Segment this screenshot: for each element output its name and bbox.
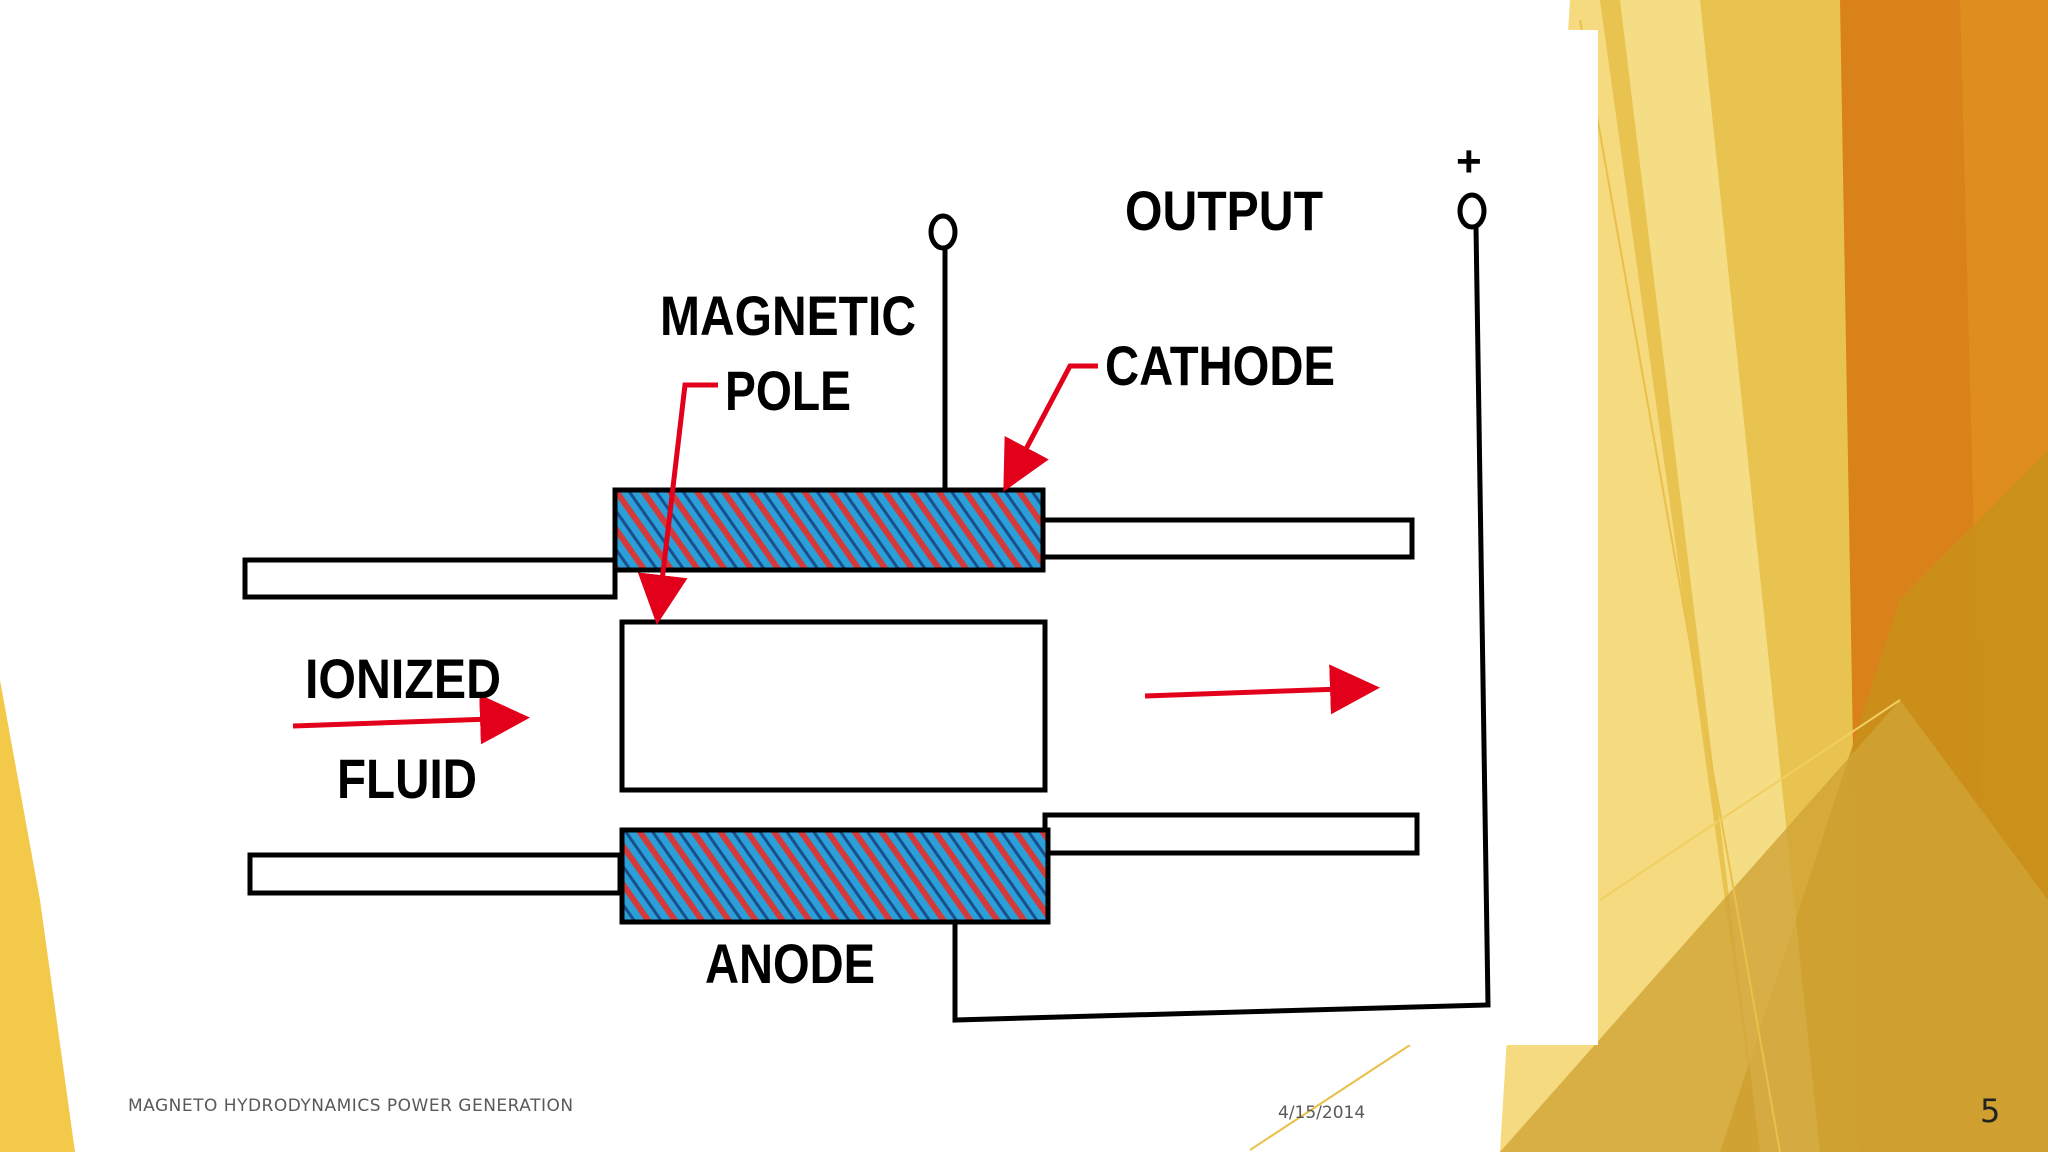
bottom-channel-right-wall [1042, 812, 1420, 856]
footer-title: MAGNETO HYDRODYNAMICS POWER GENERATION [128, 1096, 574, 1116]
anode-electrode [619, 827, 1051, 925]
pointer-arrows [292, 363, 1380, 745]
mhd-diagram [242, 192, 1491, 1023]
theme-decoration-right [1249, 0, 2048, 1152]
inflow-arrow [292, 694, 530, 745]
bottom-channel-left-wall [247, 852, 623, 896]
magnetic-label: MAGNETIC [660, 284, 916, 347]
output-label: OUTPUT [1125, 179, 1323, 242]
magnetic-pole-block [619, 619, 1048, 793]
ionized-label: IONIZED [305, 647, 501, 710]
anode-label: ANODE [705, 932, 875, 995]
anode-return-wire [952, 226, 1491, 1023]
cathode-pointer [1003, 363, 1098, 492]
fluid-label: FLUID [337, 747, 477, 810]
plus-label: + [1456, 137, 1482, 186]
positive-terminal [1457, 192, 1487, 230]
top-channel-left-wall [242, 557, 618, 600]
negative-terminal [928, 213, 958, 251]
slide-number: 5 [1980, 1092, 2001, 1130]
cathode-electrode [612, 487, 1046, 573]
pole-label: POLE [725, 359, 851, 422]
footer-date: 4/15/2014 [1278, 1103, 1366, 1123]
cathode-label: CATHODE [1105, 334, 1335, 397]
magnetic-pole-pointer [637, 382, 718, 625]
theme-decoration-left [0, 680, 75, 1152]
outflow-arrow [1144, 664, 1380, 715]
top-channel-right-wall [1037, 517, 1415, 560]
